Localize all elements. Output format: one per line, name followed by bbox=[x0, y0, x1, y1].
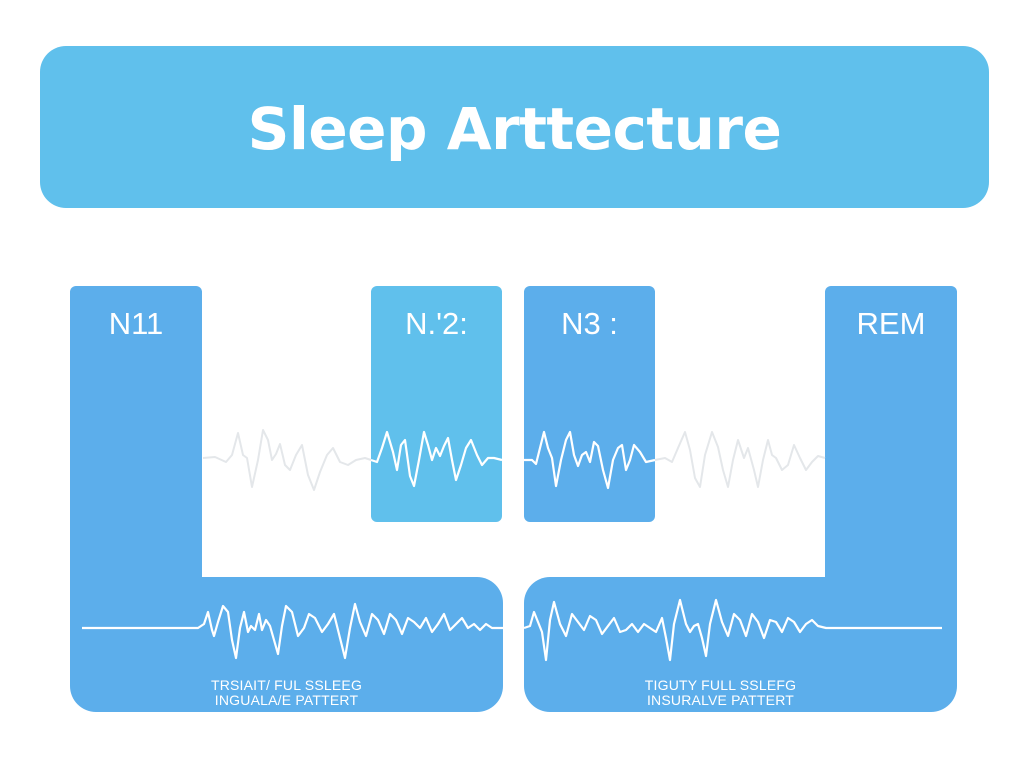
left-caption: TRSIAIT/ FUL SSLEEG INGUALA/E PATTERT bbox=[70, 678, 503, 708]
stage-label-n2: N.'2: bbox=[405, 306, 468, 341]
stage-label-n3: N3 : bbox=[561, 306, 618, 341]
page-title: Sleep Arttecture bbox=[247, 95, 782, 163]
right-caption-line1: TIGUTY FULL SSLEFG bbox=[644, 677, 797, 693]
stage-label-rem: REM bbox=[856, 306, 926, 341]
title-banner: Sleep Arttecture bbox=[40, 46, 989, 208]
stage-panel-rem bbox=[825, 286, 957, 616]
stage-panel-n1 bbox=[70, 286, 202, 616]
faded-wave-right bbox=[654, 431, 826, 488]
left-caption-line1: TRSIAIT/ FUL SSLEEG bbox=[210, 677, 363, 693]
stage-label-n1: N11 bbox=[108, 306, 164, 341]
left-caption-line2: INGUALA/E PATTERT bbox=[214, 692, 359, 708]
faded-wave-left bbox=[202, 429, 372, 491]
right-caption-line2: INSURALVE PATTERT bbox=[646, 692, 795, 708]
right-caption: TIGUTY FULL SSLEFG INSURALVE PATTERT bbox=[524, 678, 957, 708]
